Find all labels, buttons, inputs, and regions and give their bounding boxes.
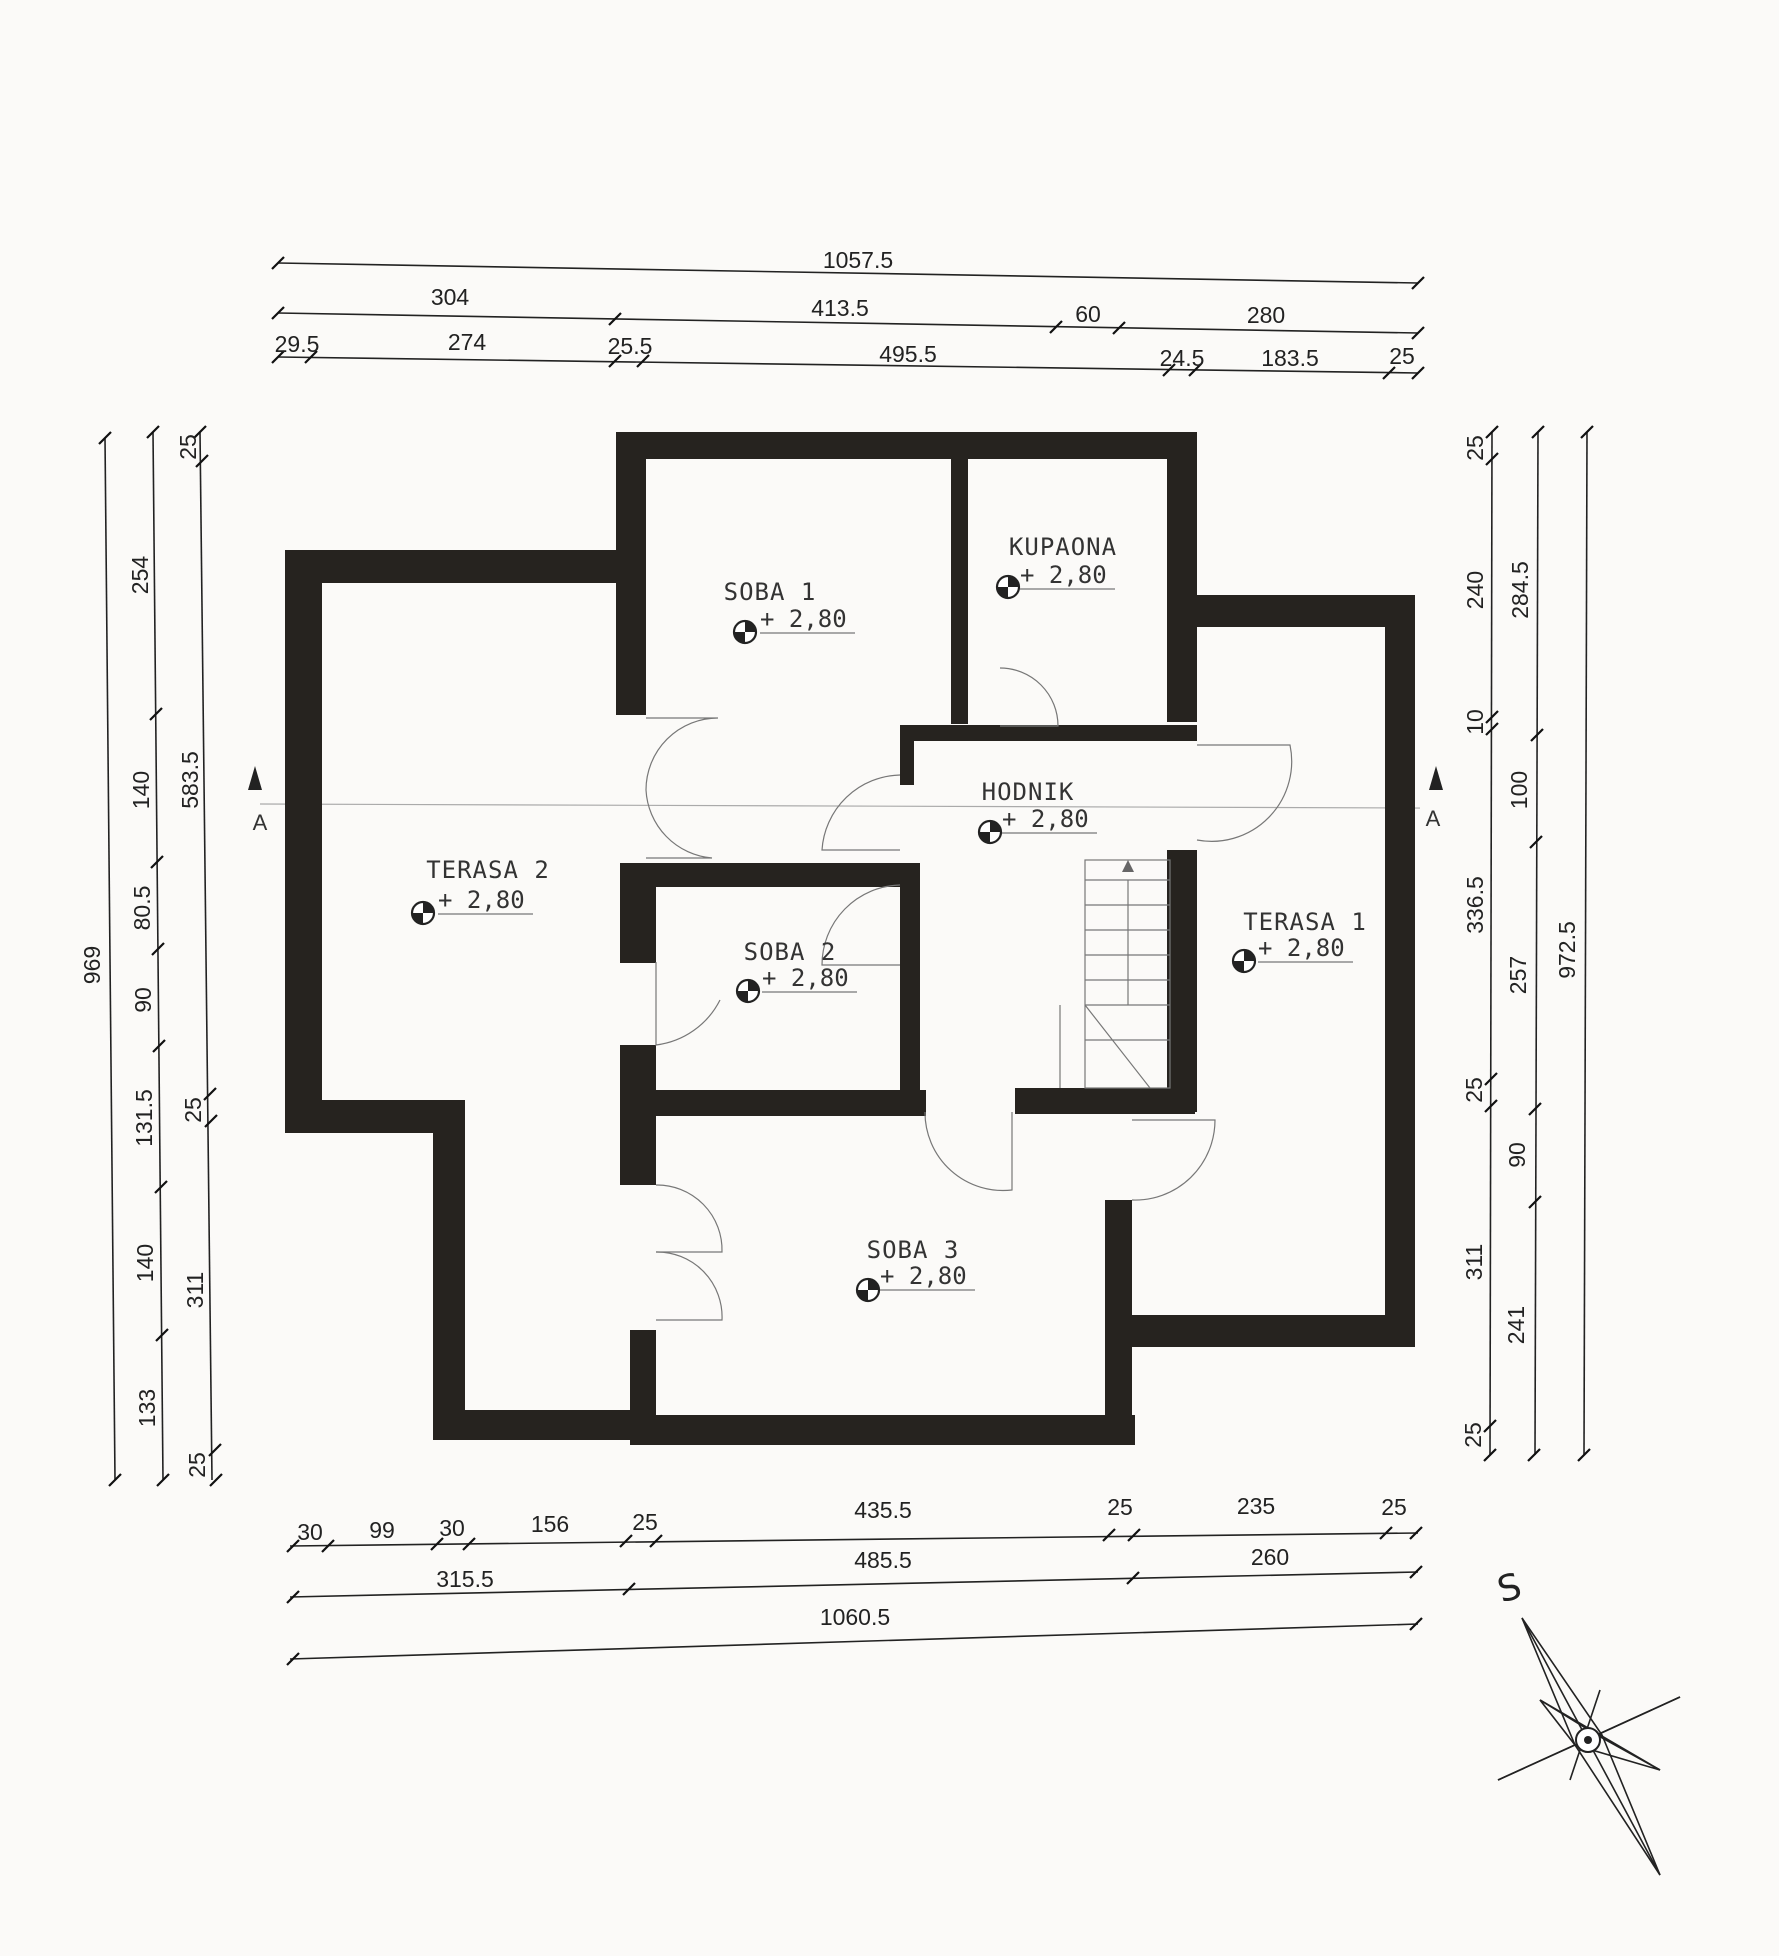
section-mark-left: A bbox=[253, 810, 268, 835]
dim-bottom-inner-8: 235 bbox=[1237, 1493, 1275, 1519]
dim-top-inner-2: 274 bbox=[448, 329, 487, 355]
left-dimension-chains: 969 254 140 80.5 90 131.5 140 133 25 583… bbox=[79, 425, 223, 1487]
room-level-hodnik: + 2,80 bbox=[1002, 805, 1089, 833]
dim-left-total: 969 bbox=[79, 946, 105, 984]
dim-bottom-inner-5: 25 bbox=[632, 1509, 658, 1535]
dim-left-inner-2: 583.5 bbox=[177, 751, 203, 809]
dim-bottom-mid-3: 260 bbox=[1251, 1544, 1289, 1570]
room-level-terasa-1: + 2,80 bbox=[1258, 934, 1345, 962]
dim-top-inner-6: 183.5 bbox=[1261, 345, 1319, 371]
room-name-soba-3: SOBA 3 bbox=[867, 1236, 960, 1264]
dim-left-mid-4: 90 bbox=[130, 987, 156, 1013]
dim-right-inner-2: 240 bbox=[1462, 571, 1488, 609]
dim-right-mid-2: 100 bbox=[1506, 771, 1532, 809]
bottom-dimension-chains: 30 99 30 156 25 435.5 25 235 25 315.5 48… bbox=[286, 1493, 1423, 1666]
dim-bottom-inner-6: 435.5 bbox=[854, 1497, 912, 1523]
dim-left-mid-6: 140 bbox=[132, 1244, 158, 1282]
room-level-soba-2: + 2,80 bbox=[762, 964, 849, 992]
room-name-terasa-1: TERASA 1 bbox=[1243, 908, 1367, 936]
room-level-soba-3: + 2,80 bbox=[880, 1262, 967, 1290]
dim-bottom-inner-7: 25 bbox=[1107, 1494, 1133, 1520]
dim-right-inner-5: 25 bbox=[1461, 1077, 1487, 1103]
dim-top-mid-3: 60 bbox=[1075, 301, 1101, 327]
dim-top-inner-4: 495.5 bbox=[879, 341, 937, 367]
dim-right-inner-3: 10 bbox=[1462, 709, 1488, 735]
section-line-a: A A bbox=[248, 766, 1443, 835]
section-mark-right: A bbox=[1426, 806, 1441, 831]
dim-top-inner-7: 25 bbox=[1389, 343, 1415, 369]
dim-top-inner-3: 25.5 bbox=[608, 333, 653, 359]
stairs bbox=[1059, 859, 1171, 1089]
dim-right-mid-5: 241 bbox=[1503, 1306, 1529, 1344]
dim-top-mid-2: 413.5 bbox=[811, 295, 869, 321]
dim-left-inner-5: 25 bbox=[184, 1452, 210, 1478]
room-level-terasa-2: + 2,80 bbox=[438, 886, 525, 914]
room-level-soba-1: + 2,80 bbox=[760, 605, 847, 633]
dim-right-inner-6: 311 bbox=[1461, 1244, 1487, 1281]
dim-bottom-inner-3: 30 bbox=[439, 1515, 465, 1541]
doors bbox=[645, 667, 1293, 1321]
dim-left-mid-7: 133 bbox=[134, 1389, 160, 1427]
dim-left-mid-2: 140 bbox=[128, 771, 154, 809]
dim-top-mid-1: 304 bbox=[431, 284, 470, 310]
dim-bottom-inner-4: 156 bbox=[531, 1511, 569, 1537]
dim-top-inner-5: 24.5 bbox=[1160, 345, 1205, 371]
dim-top-mid-4: 280 bbox=[1247, 302, 1285, 328]
dim-left-mid-1: 254 bbox=[127, 556, 153, 595]
dim-bottom-inner-2: 99 bbox=[369, 1517, 395, 1543]
room-name-kupaona: KUPAONA bbox=[1009, 533, 1117, 561]
right-dimension-chains: 25 240 10 336.5 25 311 25 284.5 100 257 … bbox=[1460, 425, 1594, 1462]
dim-right-mid-1: 284.5 bbox=[1507, 561, 1533, 619]
dim-bottom-mid-2: 485.5 bbox=[854, 1547, 912, 1573]
room-name-hodnik: HODNIK bbox=[982, 778, 1075, 806]
dim-left-inner-3: 25 bbox=[180, 1097, 206, 1123]
room-labels: SOBA 1 + 2,80 KUPAONA + 2,80 HODNIK + 2,… bbox=[410, 533, 1367, 1303]
dim-bottom-total: 1060.5 bbox=[820, 1604, 890, 1630]
room-name-terasa-2: TERASA 2 bbox=[426, 856, 550, 884]
dim-top-total: 1057.5 bbox=[823, 247, 893, 273]
dim-right-inner-1: 25 bbox=[1462, 435, 1488, 461]
dim-right-mid-4: 90 bbox=[1504, 1142, 1530, 1168]
room-name-soba-1: SOBA 1 bbox=[724, 578, 817, 606]
compass-rose: S bbox=[1493, 1566, 1681, 1876]
walls bbox=[285, 432, 1415, 1445]
dim-bottom-mid-1: 315.5 bbox=[436, 1566, 494, 1592]
dim-top-inner-1: 29.5 bbox=[275, 331, 320, 357]
room-name-soba-2: SOBA 2 bbox=[744, 938, 837, 966]
dim-left-mid-3: 80.5 bbox=[129, 886, 155, 931]
dim-right-total: 972.5 bbox=[1554, 921, 1580, 979]
dim-left-inner-4: 311 bbox=[182, 1272, 208, 1309]
dim-right-inner-7: 25 bbox=[1460, 1422, 1486, 1448]
top-dimension-chains: 1057.5 304 413.5 60 280 29.5 274 25.5 49… bbox=[271, 247, 1425, 380]
dim-left-inner-1: 25 bbox=[175, 434, 201, 460]
room-level-kupaona: + 2,80 bbox=[1020, 561, 1107, 589]
dim-bottom-inner-9: 25 bbox=[1381, 1494, 1407, 1520]
compass-letter: S bbox=[1493, 1566, 1526, 1612]
dim-right-mid-3: 257 bbox=[1505, 956, 1531, 994]
dim-left-mid-5: 131.5 bbox=[131, 1089, 157, 1147]
dim-bottom-inner-1: 30 bbox=[297, 1519, 323, 1545]
dim-right-inner-4: 336.5 bbox=[1462, 876, 1488, 934]
